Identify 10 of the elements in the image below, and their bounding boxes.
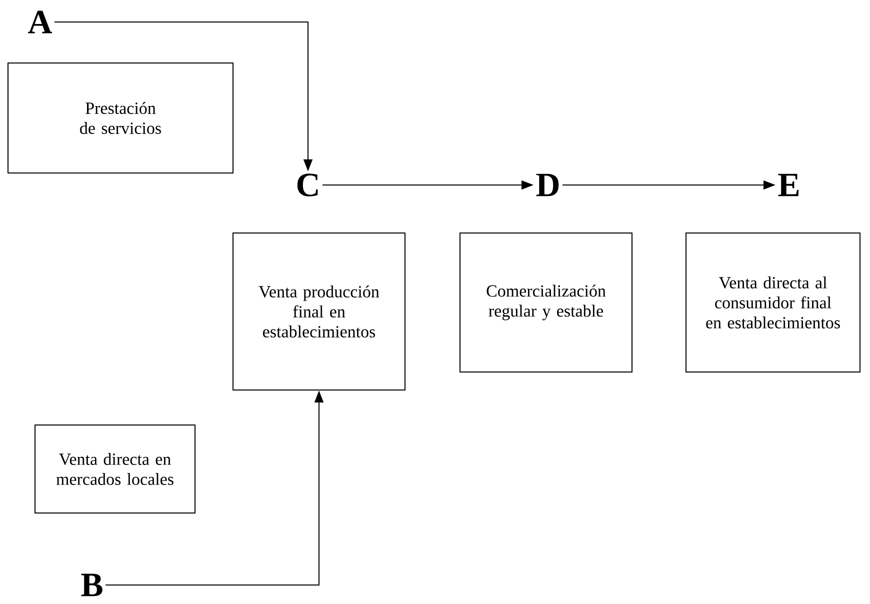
letter-label: A — [28, 10, 52, 34]
text-box: Prestación de servicios — [8, 62, 234, 174]
letter-label: C — [297, 174, 318, 196]
text-box: Venta producción final en establecimientos — [232, 232, 406, 390]
letter-label: E — [778, 174, 799, 196]
text-box: Comercialización regular y estable — [460, 232, 632, 372]
text-box: Venta directa al consumidor final en establecimientos — [686, 232, 860, 372]
text-box: Venta directa en mercados locales — [34, 424, 196, 514]
letter-label: D — [536, 174, 559, 196]
letter-label: B — [81, 574, 102, 596]
